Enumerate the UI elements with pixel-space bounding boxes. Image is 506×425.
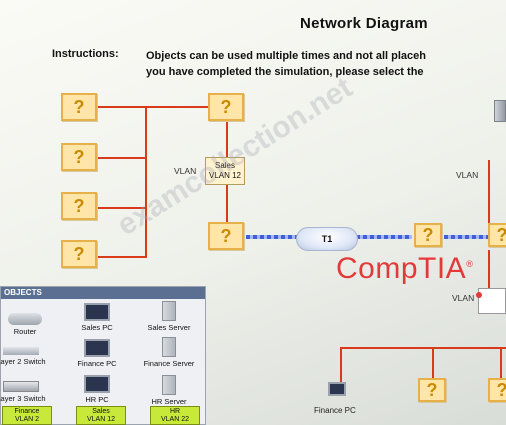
- object-hr-server[interactable]: HR Server: [135, 375, 203, 406]
- placeholder-bottom-mid[interactable]: ?: [418, 378, 446, 402]
- vlan-label-left: VLAN: [174, 166, 197, 176]
- vlan-tag-sales[interactable]: Sales VLAN 12: [76, 406, 126, 425]
- page-title: Network Diagram: [300, 15, 428, 32]
- placeholder-sales-switch[interactable]: ?: [208, 93, 244, 121]
- server-icon: [162, 301, 176, 321]
- wire-trunk-left: [145, 108, 147, 258]
- object-router[interactable]: Router: [0, 309, 59, 336]
- object-label: Finance PC: [77, 359, 117, 368]
- placeholder-mark: ?: [73, 146, 85, 167]
- object-label: HR Server: [151, 397, 187, 406]
- wire-branch-4: [98, 256, 146, 258]
- object-label: Finance Server: [143, 359, 195, 368]
- t1-label: T1: [321, 234, 333, 244]
- placeholder-left-3[interactable]: ?: [61, 192, 97, 220]
- wire-top-branch: [98, 106, 228, 108]
- placeholder-far-right[interactable]: ?: [488, 223, 506, 247]
- instructions-text: Objects can be used multiple times and n…: [146, 50, 426, 78]
- vlan-tag-finance[interactable]: Finance VLAN 2: [2, 406, 52, 425]
- switch-icon: [3, 347, 39, 355]
- t1-link-far-right: [444, 235, 490, 239]
- wire-branch-2: [98, 157, 146, 159]
- object-label: Layer 2 Switch: [0, 357, 46, 366]
- placeholder-mark: ?: [220, 96, 232, 117]
- object-label: Sales PC: [81, 323, 113, 332]
- instructions-label: Instructions:: [52, 48, 119, 60]
- vlan-label-right-mid: VLAN: [452, 293, 475, 303]
- placeholder-mark: ?: [73, 195, 85, 216]
- tag-label: Finance VLAN 2: [14, 408, 40, 423]
- placeholder-sales-router[interactable]: ?: [208, 222, 244, 250]
- placeholder-mark: ?: [497, 225, 506, 246]
- object-sales-pc[interactable]: Sales PC: [63, 303, 131, 332]
- placeholder-mark: ?: [73, 96, 85, 117]
- pc-icon: [84, 375, 110, 393]
- server-icon: [162, 375, 176, 395]
- finance-pc-icon[interactable]: [328, 382, 346, 396]
- wire-right-vertical-2: [488, 250, 490, 310]
- object-layer3-switch[interactable]: Layer 3 Switch: [0, 375, 55, 403]
- t1-cloud-icon: T1: [296, 227, 358, 251]
- wire-branch-3: [98, 207, 146, 209]
- object-label: Layer 3 Switch: [0, 394, 46, 403]
- wire-bottom-bus: [340, 347, 506, 349]
- object-hr-pc[interactable]: HR PC: [63, 375, 131, 404]
- sales-vlan-label: Sales VLAN 12: [205, 157, 245, 185]
- brand-mark: ®: [466, 259, 474, 269]
- right-device-box: [478, 288, 506, 314]
- placeholder-left-1[interactable]: ?: [61, 93, 97, 121]
- objects-panel: OBJECTS Router Sales PC Sales Server Lay…: [0, 286, 206, 425]
- placeholder-mark: ?: [73, 243, 85, 264]
- placeholder-mark: ?: [497, 380, 506, 401]
- pc-icon: [84, 303, 110, 321]
- placeholder-left-4[interactable]: ?: [61, 240, 97, 268]
- wire-right-vertical: [488, 160, 490, 230]
- placeholder-bottom-right[interactable]: ?: [488, 378, 506, 402]
- wire-bottom-drop-2: [432, 347, 434, 379]
- router-icon: [8, 313, 42, 325]
- layer3-switch-icon: [3, 381, 39, 392]
- placeholder-left-2[interactable]: ?: [61, 143, 97, 171]
- pc-icon: [84, 339, 110, 357]
- red-indicator-icon: [476, 292, 482, 298]
- tag-label: HR VLAN 22: [160, 408, 190, 423]
- tag-label: Sales VLAN 12: [86, 408, 116, 423]
- placeholder-mark: ?: [422, 224, 434, 245]
- vlan-label-right-top: VLAN: [456, 170, 479, 180]
- wire-bottom-drop-1: [340, 347, 342, 387]
- object-label: HR PC: [85, 395, 109, 404]
- object-layer2-switch[interactable]: Layer 2 Switch: [0, 339, 55, 366]
- object-label: Sales Server: [147, 323, 191, 332]
- placeholder-remote-router[interactable]: ?: [414, 223, 442, 247]
- server-icon: [494, 100, 506, 122]
- object-label: Router: [13, 327, 37, 336]
- object-sales-server[interactable]: Sales Server: [135, 301, 203, 332]
- finance-pc-label: Finance PC: [314, 406, 356, 415]
- t1-link-left: [246, 235, 298, 239]
- wire-bottom-drop-3: [500, 347, 502, 379]
- object-finance-pc[interactable]: Finance PC: [63, 339, 131, 368]
- objects-header: OBJECTS: [1, 287, 205, 299]
- vlan-tag-hr[interactable]: HR VLAN 22: [150, 406, 200, 425]
- t1-link-right: [356, 235, 412, 239]
- placeholder-mark: ?: [426, 379, 438, 400]
- object-finance-server[interactable]: Finance Server: [135, 337, 203, 368]
- placeholder-mark: ?: [220, 225, 232, 246]
- server-icon: [162, 337, 176, 357]
- brand-text: CompTIA: [336, 252, 467, 285]
- brand-logo: CompTIA®: [336, 252, 473, 286]
